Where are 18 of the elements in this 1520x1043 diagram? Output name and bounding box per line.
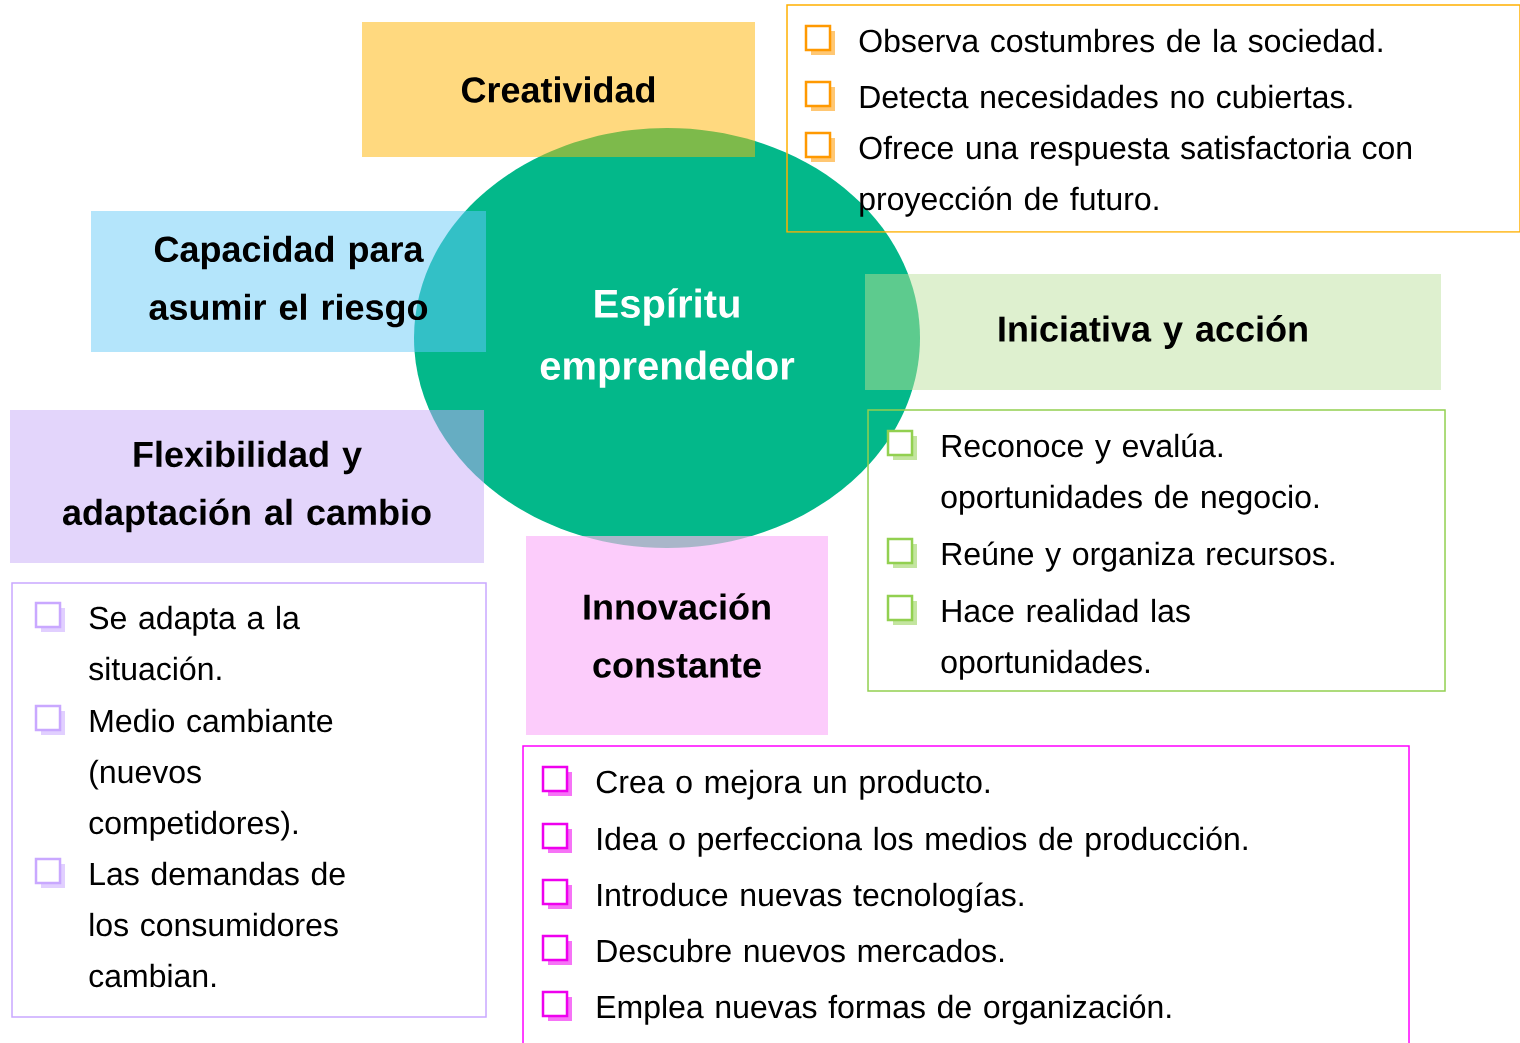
title-box: Innovación constante	[526, 536, 828, 735]
list-item: Reconoce y evalúa. oportunidades de negocio.	[941, 433, 1318, 515]
title-box: Creatividad	[362, 22, 755, 157]
list-item: Hace realidad las oportunidades.	[941, 598, 1190, 680]
list-item: Se adapta a la situación.	[89, 605, 300, 681]
list-item: Detecta necesidades no cubiertas.	[860, 84, 1352, 109]
title-box: Capacidad para asumir el riesgo	[91, 211, 486, 352]
list-item: Descubre nuevos mercados.	[597, 938, 1004, 963]
list-item: Observa costumbres de la sociedad.	[859, 28, 1382, 53]
list-item: Reúne y organiza recursos.	[942, 541, 1334, 572]
title-box: Flexibilidad y adaptación al cambio	[10, 410, 484, 563]
list-item: Medio cambiante (nuevos competidores).	[89, 708, 333, 841]
title-box: Iniciativa y acción	[865, 274, 1441, 390]
list-item: Idea o perfecciona los medios de producción.	[598, 826, 1247, 857]
list-item: Introduce nuevas tecnologías.	[598, 882, 1023, 913]
list-item: Las demandas de los consumidores cambian.	[89, 861, 345, 988]
list-item: Crea o mejora un producto.	[596, 769, 989, 800]
list-item: Emplea nuevas formas de organización.	[597, 994, 1171, 1025]
